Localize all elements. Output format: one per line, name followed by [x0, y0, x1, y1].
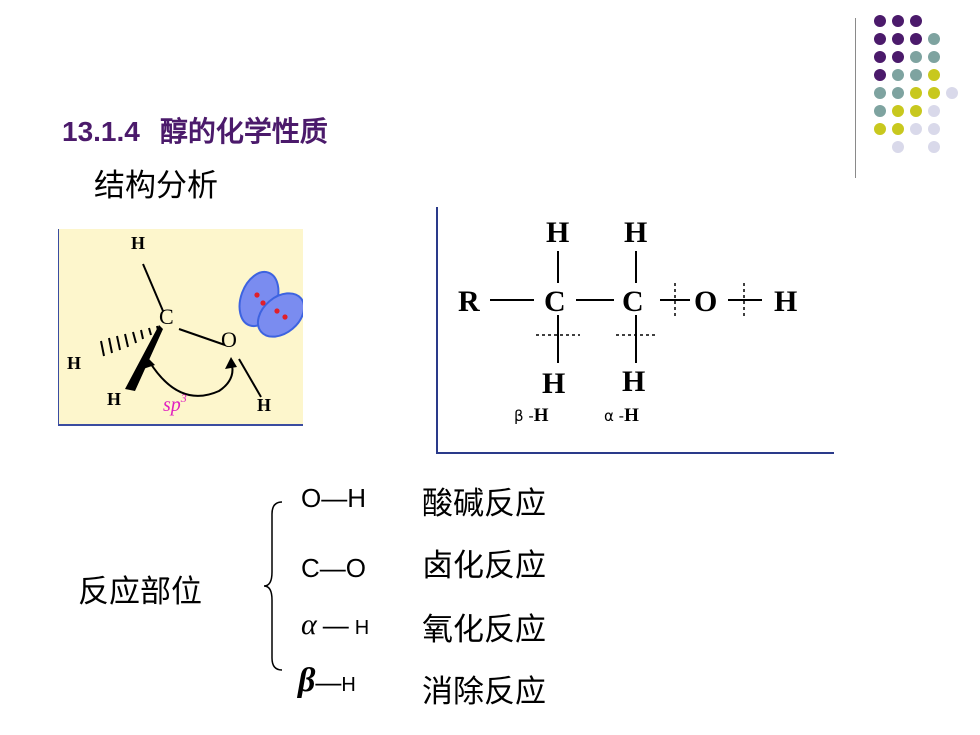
arrow-head: [225, 357, 237, 369]
atom-label: H: [624, 216, 647, 249]
bond-atom: α: [301, 608, 317, 641]
dot: [892, 105, 904, 117]
atom-label: H: [67, 353, 81, 373]
atom-label: O: [221, 327, 237, 352]
bond-atom: C: [301, 553, 320, 583]
dot: [928, 33, 940, 45]
reaction-sites-label: 反应部位: [78, 574, 202, 610]
subtitle: 结构分析: [94, 168, 218, 204]
solid-wedge: [125, 325, 163, 391]
dot: [910, 15, 922, 27]
atom-label: R: [458, 285, 480, 318]
electron-dot: [254, 292, 260, 298]
dot: [910, 123, 922, 135]
bond-atom: H: [354, 617, 370, 639]
dot: [874, 69, 886, 81]
section-title: 醇的化学性质: [159, 115, 328, 148]
bond-atom: H: [347, 483, 367, 513]
alpha-h-label: α -H: [604, 405, 639, 426]
page-title: 13.1.4 醇的化学性质: [62, 110, 328, 150]
dot: [874, 105, 886, 117]
dot: [928, 141, 940, 153]
reaction-name: 氧化反应: [422, 612, 546, 648]
bond-line: [142, 263, 164, 312]
hashed-wedge: [100, 325, 159, 357]
dot: [910, 51, 922, 63]
divider-line: [855, 18, 856, 178]
bond-dash: —: [322, 610, 349, 640]
dot: [874, 51, 886, 63]
dot: [874, 15, 886, 27]
atom-label: H: [622, 365, 645, 398]
atom-label: H: [107, 389, 121, 409]
atom-label: C: [622, 285, 644, 318]
dot: [928, 123, 940, 135]
reaction-name: 酸碱反应: [422, 486, 546, 522]
atom-label: H: [131, 233, 145, 253]
dot: [910, 69, 922, 81]
molecule-diagram: H C O H H H sp3: [67, 233, 303, 416]
bond-c-o: C—O: [301, 553, 366, 584]
bond-line: [178, 328, 226, 346]
bond-atom: H: [341, 674, 356, 696]
arrow-head: [143, 357, 155, 369]
bond-dash: —: [315, 667, 342, 697]
dot: [892, 15, 904, 27]
reaction-name: 消除反应: [422, 674, 546, 710]
section-number: 13.1.4: [62, 116, 140, 147]
bond-line: [238, 358, 262, 398]
bond-dash: —: [319, 553, 346, 583]
dot: [874, 123, 886, 135]
electron-dot: [274, 308, 280, 314]
dot: [910, 87, 922, 99]
dot: [892, 141, 904, 153]
electron-dot: [260, 300, 266, 306]
dot: [874, 87, 886, 99]
formula-diagram: H H R C C O H H H β -H α -H: [458, 216, 797, 426]
molecule-image: H C O H H H sp3: [58, 229, 303, 426]
bond-alpha-h: α—H: [301, 608, 369, 642]
dot: [892, 69, 904, 81]
bond-beta-h: β—H: [298, 662, 356, 700]
reaction-name: 卤化反应: [422, 548, 546, 584]
atom-label: H: [774, 285, 797, 318]
dot: [910, 105, 922, 117]
dot: [892, 51, 904, 63]
dot: [928, 51, 940, 63]
dot: [946, 87, 958, 99]
beta-h-label: β -H: [514, 405, 549, 426]
lone-pair-orbital: [256, 292, 303, 338]
dot: [874, 33, 886, 45]
dot: [928, 69, 940, 81]
dot: [892, 33, 904, 45]
bond-atom: β: [298, 662, 316, 699]
atom-label: H: [542, 367, 565, 400]
electron-dot: [282, 314, 288, 320]
bond-dash: —: [321, 483, 348, 513]
dot: [928, 105, 940, 117]
bond-atom: O: [345, 553, 367, 583]
cleavage-marks: [536, 283, 745, 336]
dot: [910, 33, 922, 45]
hybrid-arc: [148, 360, 234, 397]
atom-label: O: [694, 285, 717, 318]
curly-brace: [263, 501, 283, 671]
bond-o-h: O—H: [301, 483, 366, 514]
dot: [892, 123, 904, 135]
dot: [892, 87, 904, 99]
hybrid-label: sp3: [163, 391, 187, 416]
atom-label: H: [546, 216, 569, 249]
bond-atom: O: [301, 483, 322, 513]
dot: [928, 87, 940, 99]
atom-label: C: [544, 285, 566, 318]
structural-formula: H H R C C O H H H β -H α -H: [436, 207, 834, 454]
atom-label: H: [257, 395, 271, 415]
atom-label: C: [159, 304, 174, 329]
